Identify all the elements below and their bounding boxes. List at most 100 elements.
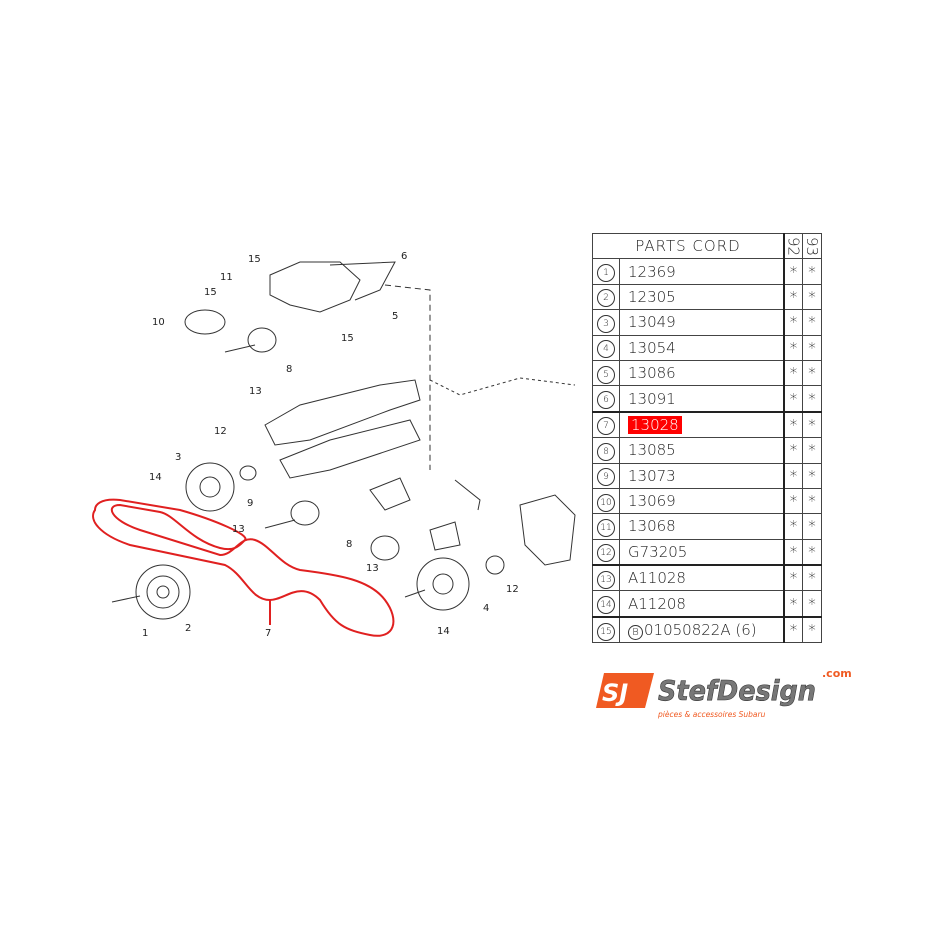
year-93-mark: *	[802, 538, 822, 566]
ref-cell: 12	[592, 538, 620, 566]
year-93-mark: *	[802, 283, 822, 311]
crank-pulley-2-hub	[156, 585, 170, 599]
year-93-mark: *	[802, 590, 822, 618]
camshaft	[264, 379, 421, 446]
code-cell: 13069	[619, 487, 785, 515]
bolt-13-upper	[224, 344, 256, 353]
ref-cell: 8	[592, 437, 620, 464]
timing-belt-diagram: 15 6 11 15 5 10 15 13 8 12 3 14 9 13 8 1…	[92, 251, 576, 639]
highlighted-part-code: 13028	[628, 415, 682, 434]
svg-text:pièces & accessoires Subaru: pièces & accessoires Subaru	[657, 710, 766, 719]
code-cell: 13091	[619, 385, 785, 413]
ref-cell: 14	[592, 590, 620, 618]
year-92-mark: *	[783, 615, 803, 644]
callout-7: 7	[265, 628, 271, 639]
part-code: 13073	[628, 466, 676, 485]
year-col-93: 93	[802, 232, 822, 260]
callout-6: 6	[401, 251, 407, 262]
callout-8: 8	[346, 539, 352, 550]
year-92-mark: *	[783, 385, 803, 413]
cam-pulley-3	[185, 462, 235, 512]
cam-pulley-3-hub	[199, 476, 221, 498]
camshaft-lower	[279, 419, 421, 479]
tensioner-adjuster	[429, 521, 461, 551]
callout-15: 15	[204, 287, 217, 298]
callout-13: 13	[232, 524, 245, 535]
table-header-row: PARTS CORD 92 93	[592, 232, 822, 260]
svg-text:SJ: SJ	[602, 679, 628, 707]
callout-8: 8	[286, 364, 292, 375]
year-92-mark: *	[783, 437, 803, 464]
ref-cell: 6	[592, 385, 620, 413]
callout-13: 13	[366, 563, 379, 574]
crank-bolt-1	[111, 595, 141, 603]
part-code: G73205	[628, 542, 688, 561]
year-92-mark: *	[783, 538, 803, 566]
ref-number: 6	[597, 391, 615, 410]
callout-3: 3	[175, 452, 181, 463]
year-93-mark: *	[802, 410, 822, 439]
year-92-mark: *	[783, 309, 803, 336]
table-row: 12 G73205 * *	[592, 538, 822, 566]
year-92-mark: *	[783, 258, 803, 285]
part-code: 13069	[628, 492, 676, 511]
part-code: A11028	[628, 569, 686, 588]
code-cell: G73205	[619, 538, 785, 566]
year-93-mark: *	[802, 385, 822, 413]
ref-number: 14	[597, 596, 615, 615]
ref-number: 2	[597, 289, 615, 308]
year-93-mark: *	[802, 359, 822, 387]
idler-8-lower	[370, 535, 400, 561]
ref-cell: 4	[592, 334, 620, 361]
part-code: 13086	[628, 364, 676, 383]
table-row: 14 A11208 * *	[592, 590, 822, 618]
idler-8-upper	[247, 327, 277, 353]
ref-cell: 3	[592, 309, 620, 336]
year-92-mark: *	[783, 410, 803, 439]
part-code: 01050822A (6)	[644, 620, 757, 639]
callout-4: 4	[483, 603, 489, 614]
oil-pump	[519, 494, 576, 566]
table-row: 2 12305 * *	[592, 283, 822, 311]
ref-number: 3	[597, 314, 615, 333]
year-92-mark: *	[783, 462, 803, 489]
year-92-mark: *	[783, 513, 803, 540]
table-row: 1 12369 * *	[592, 258, 822, 285]
cam-pulley-4	[416, 557, 470, 611]
code-cell: 13073	[619, 462, 785, 489]
year-93-mark: *	[802, 258, 822, 285]
timing-belt	[92, 498, 395, 637]
ref-number: 1	[597, 264, 615, 283]
callout-15: 15	[248, 254, 261, 265]
callout-12: 12	[214, 426, 227, 437]
year-92-mark: *	[783, 283, 803, 311]
year-92-mark: *	[783, 359, 803, 387]
code-cell: 13028	[619, 410, 785, 439]
callout-12: 12	[506, 584, 519, 595]
callout-5: 5	[392, 311, 398, 322]
part-code: 12305	[628, 287, 676, 306]
ref-number: 12	[597, 544, 615, 563]
stefdesign-logo: SJ StefDesign .com pièces & accessoires …	[596, 667, 852, 719]
bolt-13-mid	[264, 519, 296, 529]
year-92-mark: *	[783, 334, 803, 361]
idler-9	[290, 500, 320, 526]
code-cell: A11028	[619, 564, 785, 592]
cam-pulley-4-hub	[432, 573, 454, 595]
code-cell: 13054	[619, 334, 785, 361]
bolt-14-lower	[404, 589, 426, 598]
callout-1: 1	[142, 628, 148, 639]
table-row: 10 13069 * *	[592, 487, 822, 515]
ref-cell: 10	[592, 487, 620, 515]
ref-cell: 5	[592, 359, 620, 387]
table-row: 11 13068 * *	[592, 513, 822, 540]
callout-15: 15	[341, 333, 354, 344]
ref-number: 5	[597, 365, 615, 384]
ref-cell: 2	[592, 283, 620, 311]
table-row: 5 13086 * *	[592, 359, 822, 387]
crank-pulley-2	[135, 564, 191, 620]
ref-number: 10	[597, 493, 615, 512]
callout-14: 14	[149, 472, 162, 483]
